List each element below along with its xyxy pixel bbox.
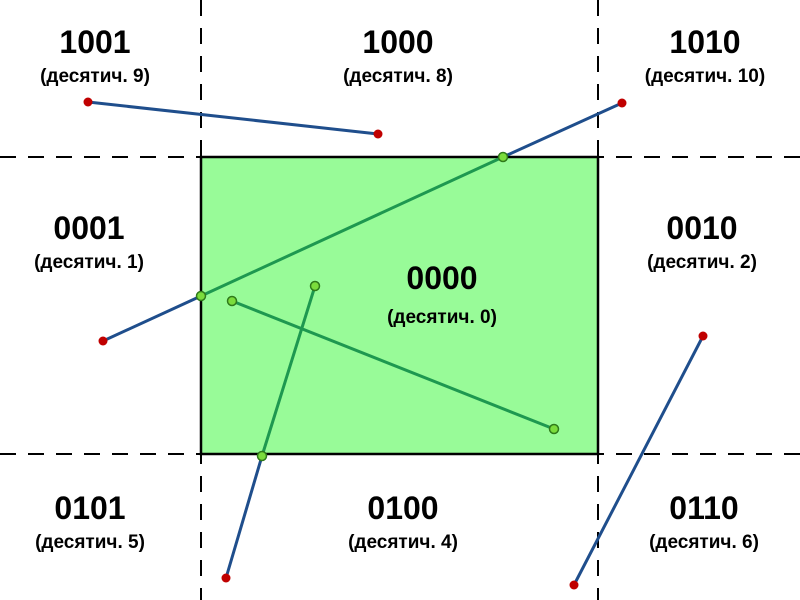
endpoint (617, 98, 627, 108)
segment-b-inside (260, 284, 317, 458)
region-decimal-1010: (десятич. 10) (645, 66, 765, 87)
region-decimal-1001: (десятич. 9) (40, 66, 150, 87)
endpoint (548, 423, 560, 435)
endpoint (98, 336, 108, 346)
region-code-0101: 0101 (54, 490, 125, 526)
region-decimal-0001: (десятич. 1) (34, 252, 144, 273)
region-decimal-0110: (десятич. 6) (649, 532, 759, 553)
segment-a-inside (199, 155, 505, 298)
segments-outside (86, 100, 705, 587)
endpoint (83, 97, 93, 107)
endpoints-outside (83, 97, 708, 590)
endpoint (309, 280, 321, 292)
endpoint (373, 129, 383, 139)
region-code-0001: 0001 (53, 210, 124, 246)
endpoint (226, 295, 238, 307)
segment-c-inside (230, 299, 556, 431)
endpoints-inside (195, 151, 560, 462)
region-decimal-0010: (десятич. 2) (647, 252, 757, 273)
region-code-1000: 1000 (362, 24, 433, 60)
segment-right-bottom (572, 334, 705, 587)
region-code-0110: 0110 (669, 490, 738, 526)
segments-inside (199, 155, 556, 458)
segment-a-outside-left (101, 294, 203, 343)
region-labels: 1001 (десятич. 9) 1000 (десятич. 8) 1010… (34, 24, 765, 553)
clip-window (199, 155, 600, 456)
intersection-point (256, 450, 268, 462)
segment-top-left (86, 100, 380, 136)
endpoint (698, 331, 708, 341)
segment-b-outside-bottom (224, 454, 264, 580)
segment-a-outside-top (501, 101, 624, 159)
intersection-point (497, 151, 509, 163)
region-code-1010: 1010 (669, 24, 740, 60)
region-code-0000: 0000 (406, 260, 477, 296)
region-code-1001: 1001 (59, 24, 130, 60)
region-code-0100: 0100 (367, 490, 438, 526)
region-decimal-0000: (десятич. 0) (387, 307, 497, 328)
region-decimal-0100: (десятич. 4) (348, 532, 458, 553)
intersection-point (195, 290, 207, 302)
region-decimal-1000: (десятич. 8) (343, 66, 453, 87)
region-code-0010: 0010 (666, 210, 737, 246)
endpoint (569, 580, 579, 590)
endpoint (221, 573, 231, 583)
region-decimal-0101: (десятич. 5) (35, 532, 145, 553)
